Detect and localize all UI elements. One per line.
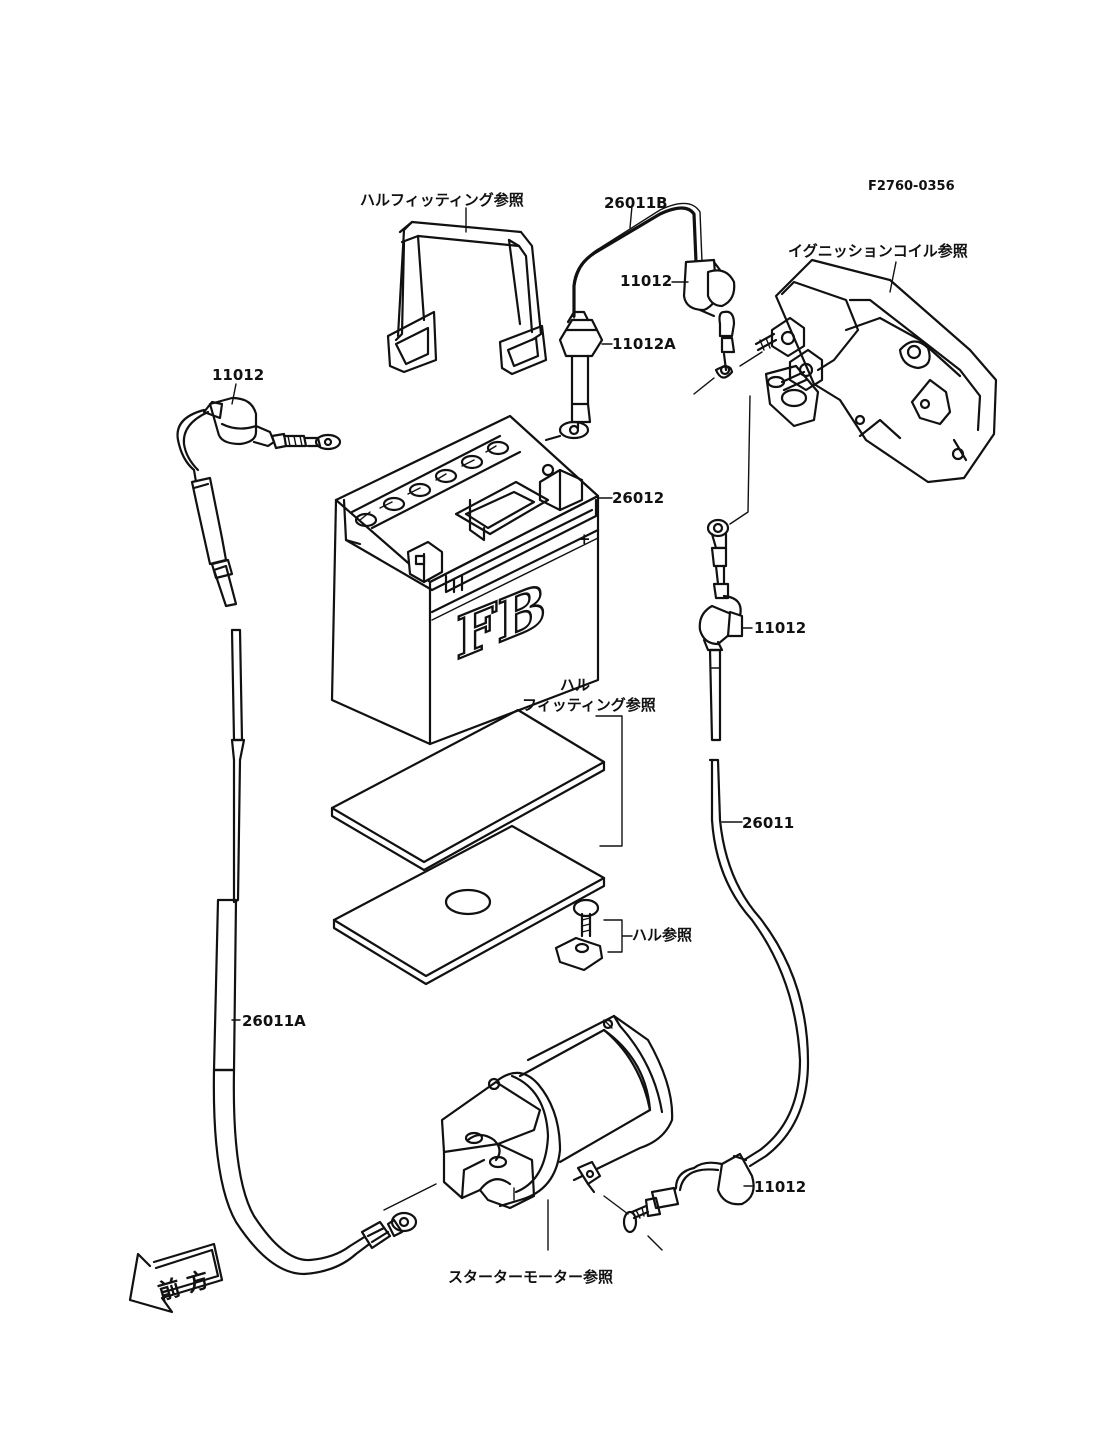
starter-motor <box>440 1014 674 1251</box>
label-hull-fitting-ref-line1: ハル <box>560 676 590 694</box>
battery-hold-strap <box>386 220 548 376</box>
label-hold-strap-ref: ハルフィッティング参照 <box>360 191 524 209</box>
label-hull-ref: ハル参照 <box>632 926 692 944</box>
ignition-coil <box>754 258 998 484</box>
battery: + FB <box>330 414 600 746</box>
label-cap-11012-left: 11012 <box>212 366 264 384</box>
label-battery-26012: 26012 <box>612 489 664 507</box>
label-ignition-coil-ref: イグニッションコイル参照 <box>788 242 968 260</box>
label-cap-11012-bottom: 11012 <box>754 1178 806 1196</box>
screw-and-nut <box>554 898 633 972</box>
label-cap-11012-top: 11012 <box>620 272 672 290</box>
label-cable-26011: 26011 <box>742 814 794 832</box>
figure-code: F2760-0356 <box>868 179 955 194</box>
cable-26011A <box>176 396 437 1276</box>
boot-11012A <box>544 310 604 442</box>
cable-26011B <box>572 202 703 319</box>
terminal-top-coil <box>693 310 763 395</box>
label-cap-11012-right: 11012 <box>754 619 806 637</box>
label-hull-fitting-ref-line2: フィッティング参照 <box>522 696 656 714</box>
label-cable-26011B: 26011B <box>604 194 668 212</box>
label-boot-11012A: 11012A <box>612 335 676 353</box>
cable-26011 <box>603 395 810 1251</box>
leader-lines <box>231 205 897 1187</box>
label-cable-26011A: 26011A <box>242 1012 306 1030</box>
part-labels: F2760-0356 ハルフィッティング参照 26011B 11012 イグニッ… <box>212 179 968 1286</box>
cap-11012-top <box>682 258 736 318</box>
battery-pad-lower <box>332 824 606 986</box>
front-direction-arrow: 前 方 <box>128 1242 224 1314</box>
label-starter-motor-ref: スターターモーター参照 <box>448 1268 613 1286</box>
front-arrow-label: 前 方 <box>155 1267 212 1306</box>
battery-pad-upper <box>330 708 606 872</box>
